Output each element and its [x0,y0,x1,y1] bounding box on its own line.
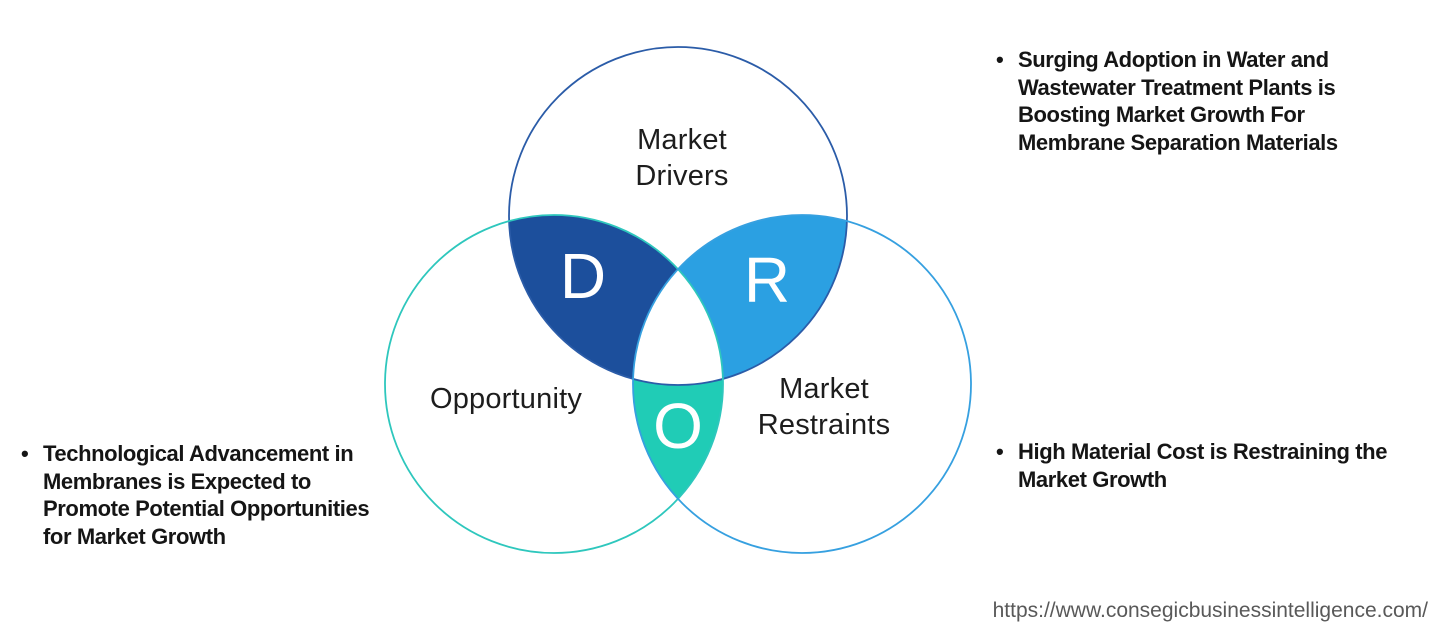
drivers-label: Market Drivers [635,124,729,192]
restraint-note-bullet: • High Material Cost is Restraining the … [996,438,1387,493]
opportunity-label: Opportunity [429,383,583,415]
driver-note-text: Surging Adoption in Water and Wastewater… [1018,47,1338,155]
triple-overlap-center [633,269,723,386]
restraints-letter: R [743,244,791,316]
restraints-label: Market Restraints [757,373,891,441]
bullet-icon: • [996,439,1004,464]
source-url-link[interactable]: https://www.consegicbusinessintelligence… [992,599,1428,622]
opportunity-circle [384,214,724,554]
drivers-circle [508,46,848,386]
driver-note-bullet: • Surging Adoption in Water and Wastewat… [996,46,1338,156]
opportunity-note-text: Technological Advancement in Membranes i… [43,441,370,549]
drivers-letter: D [559,240,607,312]
bullet-icon: • [21,441,29,466]
opportunity-letter: O [653,390,703,462]
restraint-note-text: High Material Cost is Restraining the Ma… [1018,439,1388,492]
bullet-icon: • [996,47,1004,72]
opportunity-note-bullet: • Technological Advancement in Membranes… [21,440,370,550]
restraints-circle [632,214,972,554]
